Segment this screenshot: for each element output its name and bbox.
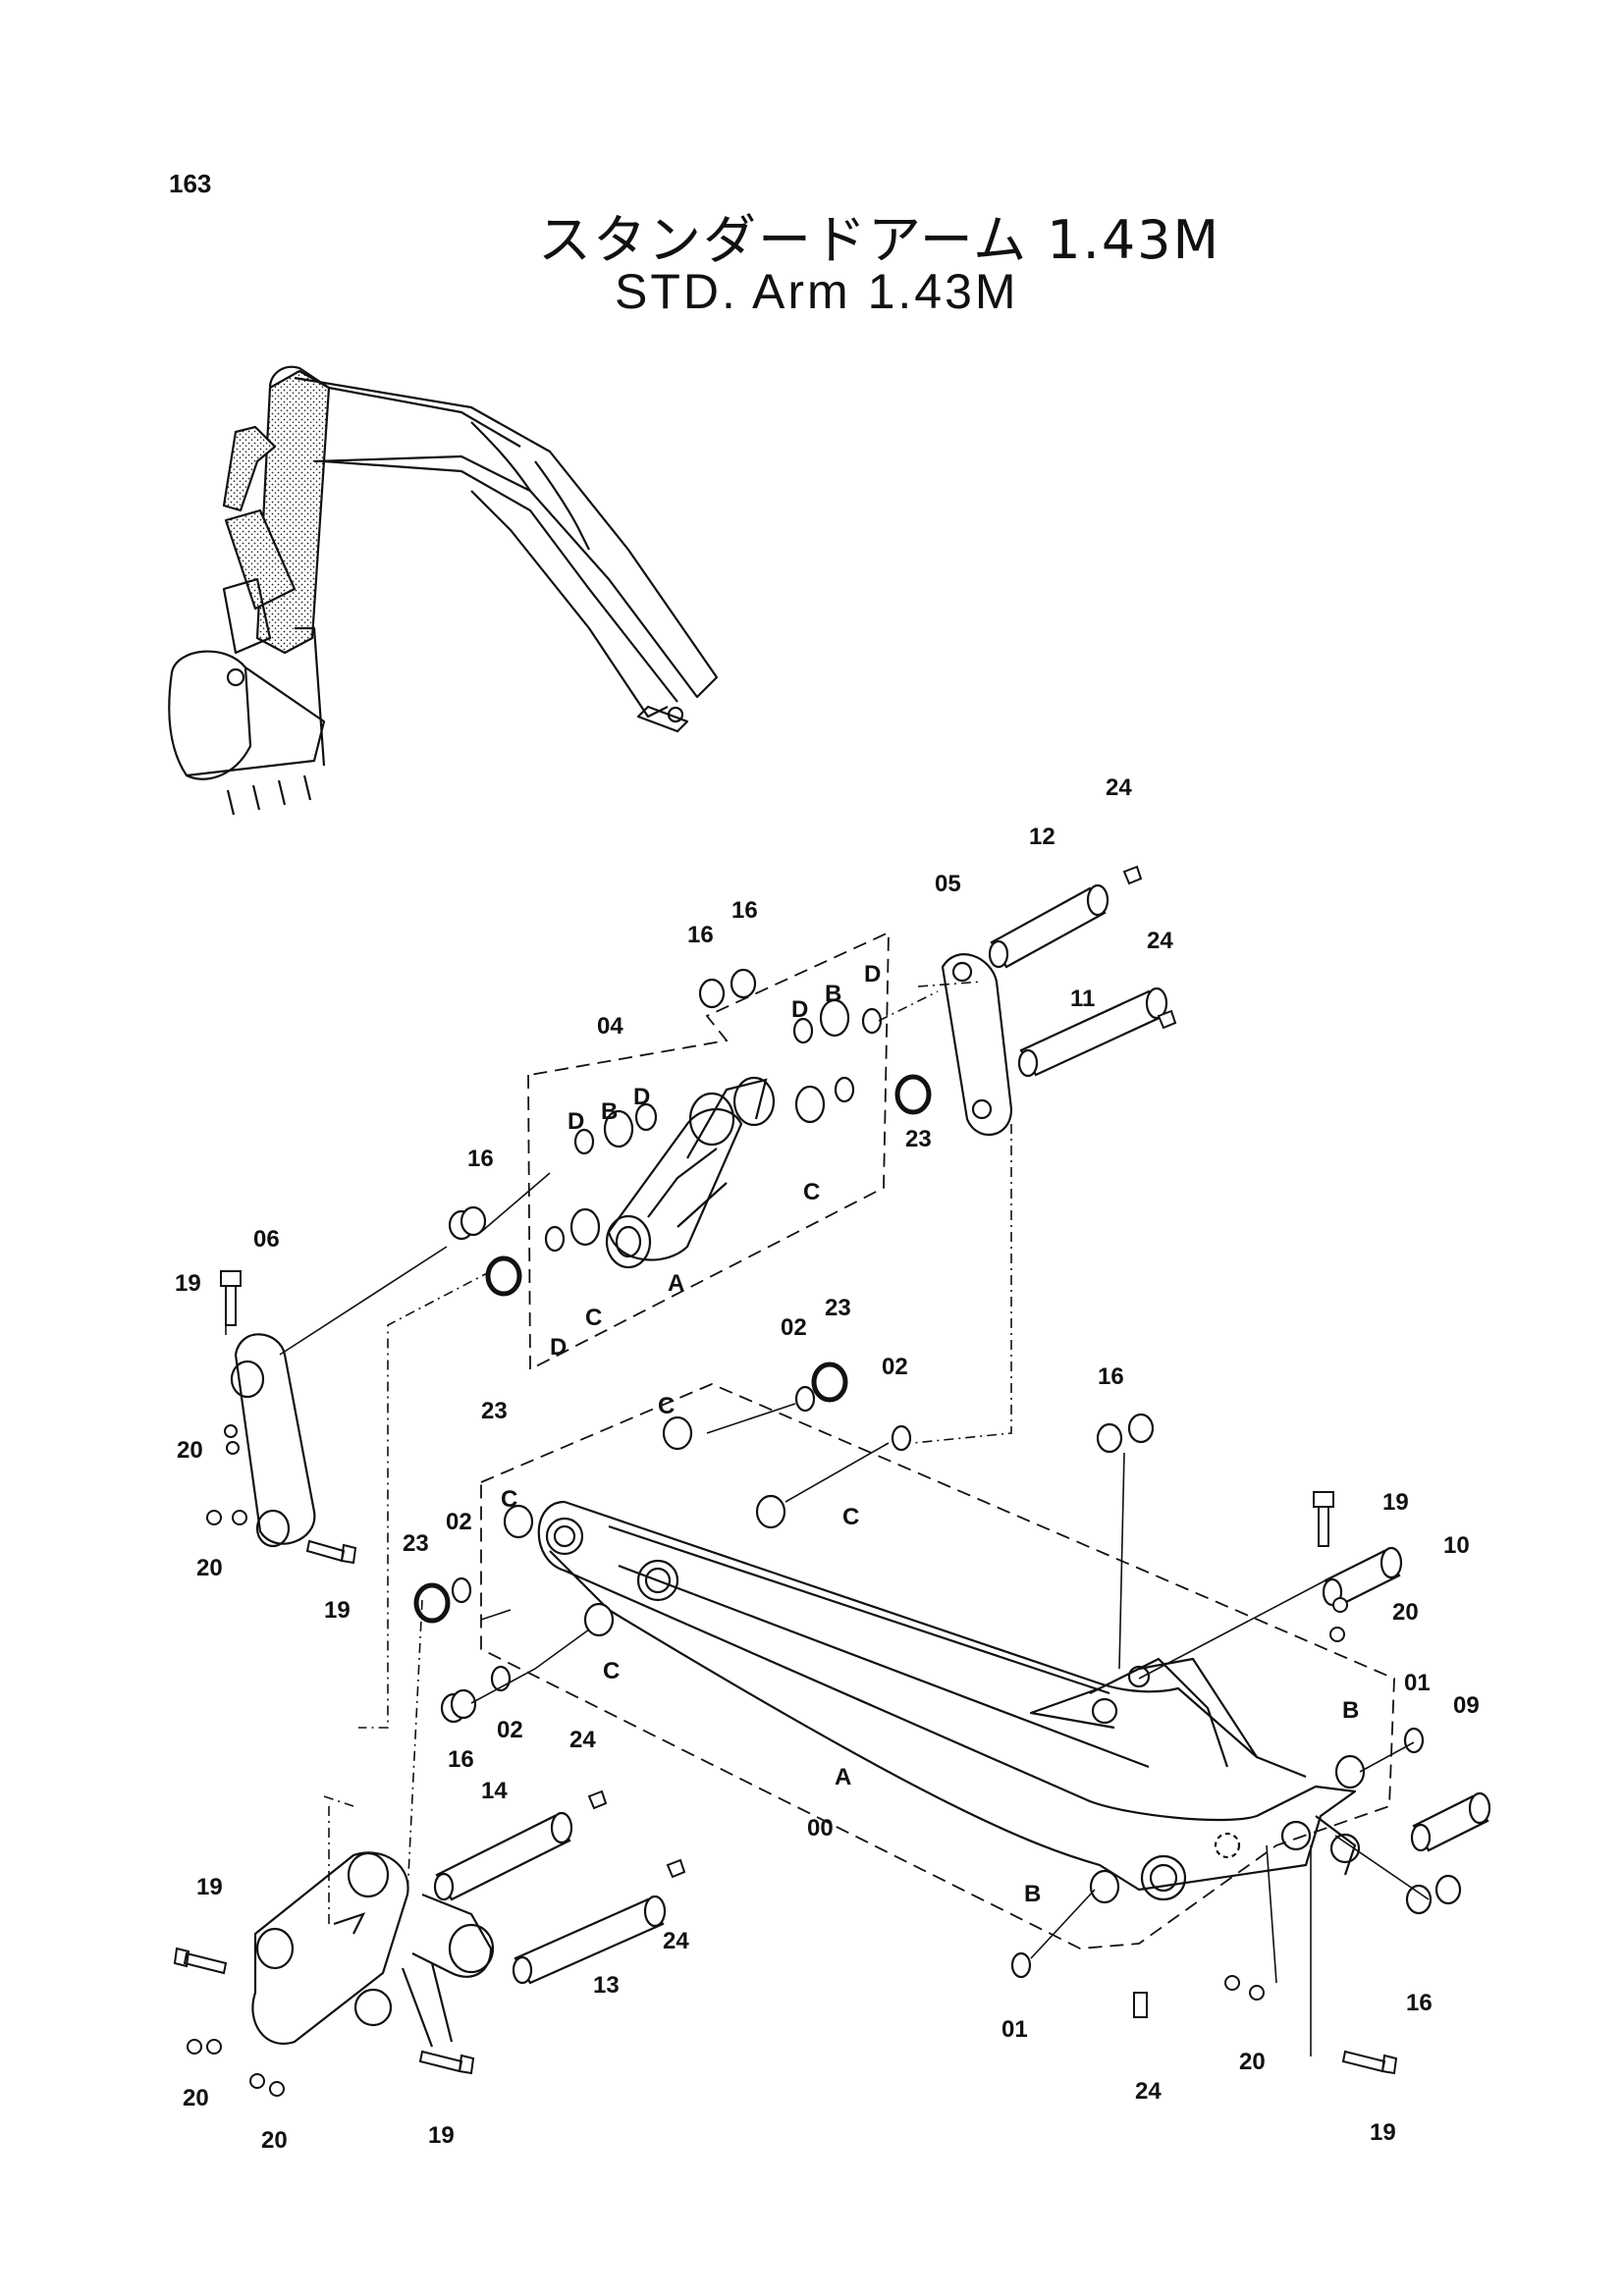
label-B: B <box>825 981 841 1007</box>
label-B: B <box>1024 1881 1041 1907</box>
grease-fittings-24 <box>587 865 1177 2018</box>
label-D: D <box>633 1084 650 1110</box>
side-plate-05 <box>941 953 1013 1137</box>
callout-19: 19 <box>428 2122 455 2149</box>
label-D: D <box>791 996 808 1023</box>
callout-23: 23 <box>403 1530 429 1557</box>
fasteners <box>173 865 1398 2097</box>
callout-24: 24 <box>569 1727 596 1753</box>
arm-body-00 <box>537 1500 1361 1901</box>
callout-02: 02 <box>781 1314 807 1341</box>
label-C: C <box>603 1658 620 1684</box>
callout-20: 20 <box>1239 2049 1266 2075</box>
label-D: D <box>568 1108 584 1135</box>
callout-04: 04 <box>597 1013 623 1040</box>
callout-12: 12 <box>1029 824 1055 850</box>
callout-16: 16 <box>1098 1363 1124 1390</box>
callout-20: 20 <box>177 1437 203 1464</box>
letter-labels: A A B B B B C C C C C C D D D D D <box>501 961 1359 1907</box>
nuts-20 <box>187 1424 1348 2097</box>
label-C: C <box>585 1305 602 1331</box>
callout-24: 24 <box>1135 2078 1162 2105</box>
callout-13: 13 <box>593 1972 620 1999</box>
callout-02: 02 <box>882 1354 908 1380</box>
label-C: C <box>803 1179 820 1205</box>
pin-12 <box>988 883 1109 969</box>
callout-24: 24 <box>1106 774 1132 801</box>
pin-14 <box>433 1811 573 1901</box>
label-D: D <box>864 961 881 988</box>
callout-14: 14 <box>481 1778 508 1804</box>
callout-01: 01 <box>1001 2016 1028 2043</box>
callout-20: 20 <box>196 1555 223 1581</box>
label-C: C <box>842 1504 859 1530</box>
label-A: A <box>668 1270 684 1297</box>
leader-lines <box>225 981 1430 2056</box>
label-B: B <box>1342 1697 1359 1724</box>
pin-13 <box>512 1895 667 1985</box>
pins <box>433 883 1491 1985</box>
callout-19: 19 <box>196 1874 223 1900</box>
page-title-english: STD. Arm 1.43M <box>615 264 1019 319</box>
callout-20: 20 <box>183 2085 209 2111</box>
callout-06: 06 <box>253 1226 280 1253</box>
bucket-link-assembly <box>251 1851 495 2048</box>
side-plate-06 <box>230 1333 316 1548</box>
callout-19: 19 <box>1370 2119 1396 2146</box>
bushings-seals-shims <box>413 968 1462 1979</box>
excavator-overview-illustration <box>168 365 719 816</box>
callout-23: 23 <box>905 1126 932 1152</box>
callout-16: 16 <box>687 922 714 948</box>
label-A: A <box>835 1764 851 1790</box>
callout-11: 11 <box>1070 986 1095 1012</box>
label-B: B <box>601 1098 618 1125</box>
link-04 <box>605 1076 776 1269</box>
callout-02: 02 <box>497 1717 523 1743</box>
page-title-japanese: スタンダードアーム 1.43M <box>538 209 1221 271</box>
callout-19: 19 <box>175 1270 201 1297</box>
callout-05: 05 <box>935 871 961 897</box>
callout-10: 10 <box>1443 1532 1470 1559</box>
callout-20: 20 <box>1392 1599 1419 1626</box>
group-boundaries <box>480 931 1395 1949</box>
callout-24: 24 <box>663 1928 689 1954</box>
callout-24: 24 <box>1147 928 1173 954</box>
callout-19: 19 <box>324 1597 351 1624</box>
label-C: C <box>501 1486 517 1513</box>
callout-09: 09 <box>1453 1692 1480 1719</box>
label-C: C <box>658 1393 675 1419</box>
callout-00: 00 <box>807 1815 834 1842</box>
callout-02: 02 <box>446 1509 472 1535</box>
callout-16: 16 <box>448 1746 474 1773</box>
callout-labels: 24 12 05 24 11 16 16 04 16 06 19 23 23 2… <box>175 774 1480 2154</box>
page-number: 163 <box>169 169 212 198</box>
label-D: D <box>550 1334 567 1361</box>
callout-23: 23 <box>825 1295 851 1321</box>
pin-10 <box>1322 1546 1403 1607</box>
pin-09 <box>1410 1791 1491 1852</box>
callout-01: 01 <box>1404 1670 1431 1696</box>
callout-16: 16 <box>731 897 758 924</box>
callout-19: 19 <box>1382 1489 1409 1516</box>
callout-20: 20 <box>261 2127 288 2154</box>
callout-23: 23 <box>481 1398 508 1424</box>
callout-16: 16 <box>1406 1990 1433 2016</box>
callout-16: 16 <box>467 1146 494 1172</box>
